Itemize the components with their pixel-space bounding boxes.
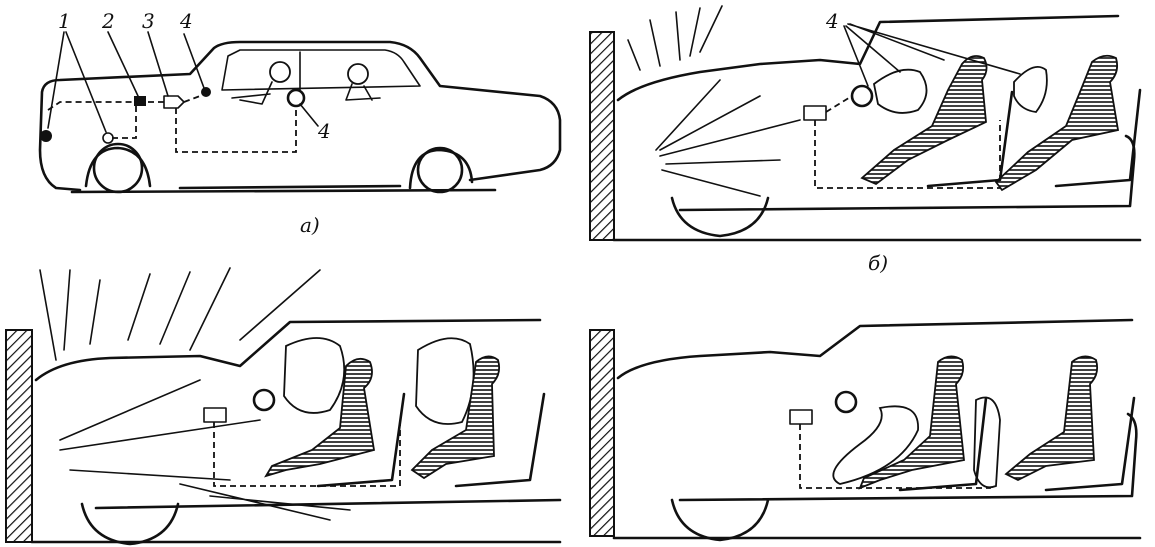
control-unit-d xyxy=(789,409,813,425)
driver-d xyxy=(858,355,965,490)
front-wheel-b xyxy=(670,196,770,238)
driver-airbag-inflating xyxy=(873,68,928,114)
wiring-harness-b xyxy=(814,95,1001,189)
control-unit-3 xyxy=(163,95,185,109)
debris-lines-c xyxy=(39,267,351,521)
sensor-mid xyxy=(102,132,114,144)
crushed-body-d xyxy=(616,318,1138,502)
sensor-front xyxy=(40,130,52,142)
rear-wheel-arch xyxy=(84,146,152,188)
driver-body xyxy=(231,81,273,105)
panel-a: 1 2 3 4 4 a) xyxy=(38,9,562,237)
passenger-airbag-inflating xyxy=(1013,66,1048,113)
seat-passenger-c xyxy=(454,392,546,488)
leader-lines-a xyxy=(47,31,319,133)
panel-b: 4 б) xyxy=(589,5,1142,275)
car-window xyxy=(221,49,421,91)
front-wheel-arch xyxy=(408,148,474,190)
rear-wheel xyxy=(92,142,144,194)
panel-c xyxy=(5,267,562,546)
label-2: 2 xyxy=(101,9,115,33)
control-unit-2 xyxy=(134,96,146,106)
driver-airbag-deployed xyxy=(283,337,346,414)
caption-a: a) xyxy=(300,213,320,237)
steering-wheel-b xyxy=(850,84,874,108)
passenger-d xyxy=(1004,355,1099,482)
passenger-c xyxy=(410,355,501,480)
seat-driver-d xyxy=(898,396,988,492)
steering-wheel-d xyxy=(834,390,858,414)
passenger-body xyxy=(345,83,381,101)
wiring-harness-a xyxy=(47,95,297,153)
seat-passenger-d xyxy=(1044,396,1136,492)
seat-driver-b xyxy=(926,90,1014,188)
airbag-module-4 xyxy=(201,87,211,97)
ground-line-a xyxy=(70,188,497,194)
panel-d xyxy=(589,318,1142,542)
steering-airbag-4 xyxy=(286,88,306,108)
passenger-head xyxy=(347,63,369,85)
passenger-b xyxy=(994,54,1120,192)
driver-b xyxy=(860,55,988,186)
label-4-top: 4 xyxy=(179,9,193,33)
driver-c xyxy=(264,357,376,478)
front-wheel-c xyxy=(80,502,180,546)
crushed-body-c xyxy=(34,318,562,510)
driver-head xyxy=(269,61,291,83)
wiring-harness-c xyxy=(213,420,401,487)
label-3: 3 xyxy=(142,9,155,33)
steering-wheel-c xyxy=(252,388,276,412)
seat-driver-c xyxy=(316,392,406,488)
label-4-bottom: 4 xyxy=(317,119,331,143)
driver-airbag-deflated xyxy=(832,405,919,485)
seat-passenger-b xyxy=(1054,88,1142,188)
barrier-wall-b xyxy=(589,31,615,241)
leader-lines-b xyxy=(843,23,1021,87)
label-1: 1 xyxy=(58,9,71,33)
barrier-wall-d xyxy=(589,329,615,537)
car-body-outline xyxy=(38,40,562,192)
label-4-b: 4 xyxy=(825,9,839,33)
front-wheel xyxy=(416,146,464,194)
front-wheel-d xyxy=(670,498,770,542)
debris-lines-b xyxy=(627,5,801,197)
passenger-airbag-deployed xyxy=(415,337,475,425)
control-unit-b xyxy=(803,105,827,121)
caption-b: б) xyxy=(868,251,888,275)
control-unit-c xyxy=(203,407,227,423)
barrier-wall-c xyxy=(5,329,33,543)
